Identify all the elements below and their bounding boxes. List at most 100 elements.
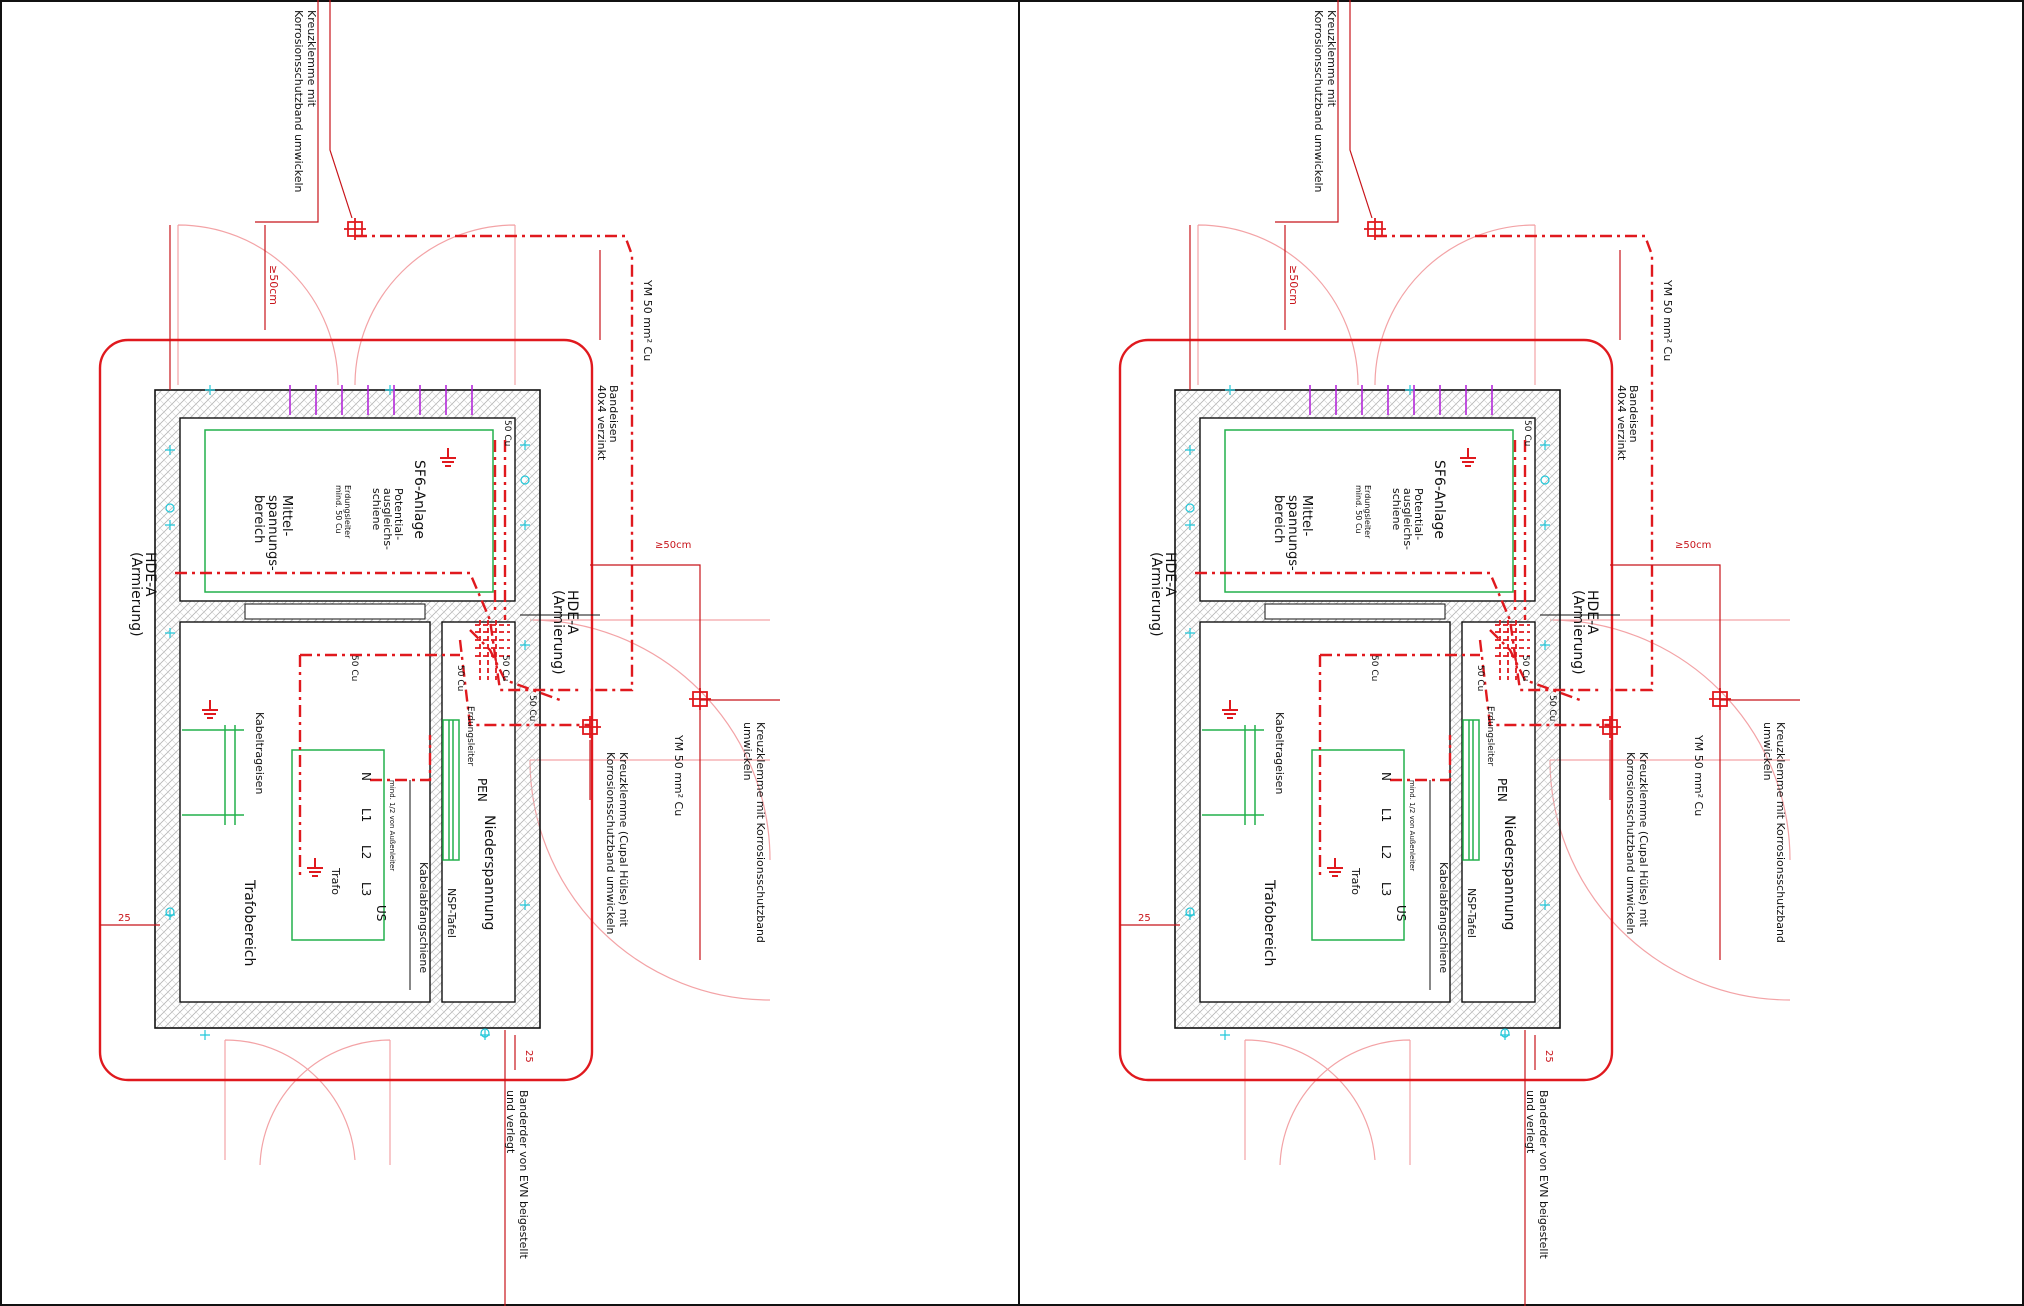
- label-erdung: Erdungsleiter: [1363, 485, 1372, 539]
- label-dist-50-top: ≥50cm: [1287, 265, 1300, 305]
- earthing-conductors: [175, 234, 634, 875]
- label-clamp-right: Kreuzklemme mit Korrosionsschutzband: [754, 722, 767, 943]
- equipment-outlines: [1202, 429, 1514, 941]
- rebar-markers: [1185, 385, 1550, 1040]
- label-mittel-3: bereich: [1271, 495, 1286, 543]
- label-trafo-l2: L2: [359, 845, 373, 859]
- door-swing-icon: [177, 224, 771, 1166]
- label-aussenleiter: mind. 1/2 von Außenleiter: [388, 780, 396, 871]
- label-kabelabfang: Kabelabfangschiene: [417, 862, 430, 973]
- label-aussenleiter: mind. 1/2 von Außenleiter: [1408, 780, 1416, 871]
- earthing-plan-right: Kreuzklemme mit Korrosionsschutzband umw…: [1118, 0, 1800, 1306]
- mv-cable-entries: [289, 385, 473, 415]
- label-potential-2: ausgleichs-: [1401, 488, 1414, 550]
- label-trafo-l2: L2: [1379, 845, 1393, 859]
- label-hde-right: HDE-A: [1584, 590, 1600, 635]
- label-clamp-mid: Kreuzklemme (Cupal Hülse) mit: [617, 752, 630, 927]
- label-potential: Potential-: [392, 488, 405, 540]
- label-mittel-2: spannungs-: [265, 495, 280, 571]
- label-bandeisen: Bandeisen: [607, 385, 620, 443]
- label-cu50-c: 50 Cu: [1475, 665, 1485, 691]
- label-ym-bottom: YM 50 mm² Cu: [672, 734, 685, 816]
- label-erdung-2: mind. 50 Cu: [334, 485, 343, 534]
- label-erdung: Erdungsleiter: [343, 485, 352, 539]
- label-clamp-right-2: umwickeln: [741, 722, 754, 781]
- label-sf6: SF6-Anlage: [1431, 460, 1447, 539]
- label-bandeisen: Bandeisen: [1627, 385, 1640, 443]
- label-cu50-e: 50 Cu: [1547, 695, 1557, 721]
- label-ym-top: YM 50 mm² Cu: [1661, 279, 1674, 361]
- black-leader-lines: [1429, 614, 1620, 990]
- label-sf6: SF6-Anlage: [411, 460, 427, 539]
- label-erdungsleiter-pen: Erdungsleiter: [465, 706, 475, 766]
- label-dim-25-left: 25: [118, 913, 131, 924]
- label-bander: Banderder von EVN beigestellt: [1537, 1090, 1550, 1259]
- label-mittel-3: bereich: [251, 495, 266, 543]
- earth-symbol-icon: [1222, 448, 1476, 877]
- panel-divider: [1018, 0, 1020, 1306]
- label-trafo-l3: L3: [359, 882, 373, 896]
- label-clamp-mid-2: Korrosionsschutzband umwickeln: [604, 752, 617, 935]
- label-hde-left: HDE-A: [142, 552, 158, 597]
- label-hde-left: HDE-A: [1162, 552, 1178, 597]
- label-trafo: Trafo: [1349, 867, 1362, 895]
- label-dim-25-left: 25: [1138, 913, 1151, 924]
- label-clamp-mid: Kreuzklemme (Cupal Hülse) mit: [1637, 752, 1650, 927]
- label-trafo-l1: L1: [1379, 808, 1393, 822]
- leader-lines: [1120, 0, 1800, 1306]
- label-trafo-l1: L1: [359, 808, 373, 822]
- label-clamp-top-2: Korrosionsschutzband umwickeln: [1312, 10, 1325, 193]
- label-trafo-n: N: [1379, 772, 1393, 781]
- label-clamp-right-2: umwickeln: [1761, 722, 1774, 781]
- ring-earth-electrode: [1118, 338, 1614, 1082]
- label-mittel: Mittel-: [279, 495, 294, 537]
- label-trafo-us: US: [1394, 905, 1408, 921]
- label-ym-top: YM 50 mm² Cu: [641, 279, 654, 361]
- label-dim-25-bottom: 25: [1543, 1050, 1554, 1063]
- label-potential-3: schiene: [1390, 488, 1403, 531]
- label-clamp-top-2: Korrosionsschutzband umwickeln: [292, 10, 305, 193]
- earthing-plan-left: Kreuzklemme mit Korrosionsschutzband umw…: [98, 0, 780, 1306]
- label-bander-2: und verlegt: [1524, 1090, 1537, 1154]
- ring-earth-electrode: [98, 338, 594, 1082]
- label-dim-25-bottom: 25: [523, 1050, 534, 1063]
- label-erdungsleiter-pen: Erdungsleiter: [1485, 706, 1495, 766]
- label-kabeltrag: Kabeltrageisen: [253, 712, 266, 794]
- annotation-labels: Kreuzklemme mit Korrosionsschutzband umw…: [118, 10, 767, 1259]
- label-potential-3: schiene: [370, 488, 383, 531]
- label-bandeisen-2: 40x4 verzinkt: [1615, 385, 1628, 461]
- label-bandeisen-2: 40x4 verzinkt: [595, 385, 608, 461]
- label-cu50-e: 50 Cu: [527, 695, 537, 721]
- label-mittel: Mittel-: [1299, 495, 1314, 537]
- label-dist-50-right: ≥50cm: [1675, 540, 1711, 551]
- label-clamp-mid-2: Korrosionsschutzband umwickeln: [1624, 752, 1637, 935]
- label-trafobereich: Trafobereich: [241, 879, 257, 966]
- label-pen: PEN: [475, 778, 489, 802]
- label-trafo: Trafo: [329, 867, 342, 895]
- label-clamp-right: Kreuzklemme mit Korrosionsschutzband: [1774, 722, 1787, 943]
- label-trafo-us: US: [374, 905, 388, 921]
- earthing-conductors: [1195, 234, 1654, 875]
- equipment-outlines: [182, 429, 494, 941]
- earthing-conductors-dashed: [1495, 620, 1530, 680]
- rebar-markers: [165, 385, 530, 1040]
- label-nsp: NSP-Tafel: [1465, 888, 1478, 938]
- label-cu50-d: 50 Cu: [500, 655, 510, 681]
- label-dist-50-top: ≥50cm: [267, 265, 280, 305]
- label-mittel-2: spannungs-: [1285, 495, 1300, 571]
- label-clamp-top: Kreuzklemme mit: [305, 10, 318, 108]
- label-hde-right: HDE-A: [564, 590, 580, 635]
- label-hde-right-2: (Armierung): [550, 590, 566, 675]
- label-hde-right-2: (Armierung): [1570, 590, 1586, 675]
- label-pen: PEN: [1495, 778, 1509, 802]
- label-niederspannung: Niederspannung: [1501, 815, 1517, 930]
- earthing-conductors-dashed: [475, 620, 510, 680]
- label-kabeltrag: Kabeltrageisen: [1273, 712, 1286, 794]
- drawing-panel-left: Kreuzklemme mit Korrosionsschutzband umw…: [98, 0, 780, 1306]
- label-niederspannung: Niederspannung: [481, 815, 497, 930]
- label-bander: Banderder von EVN beigestellt: [517, 1090, 530, 1259]
- label-dist-50-right: ≥50cm: [655, 540, 691, 551]
- label-ym-bottom: YM 50 mm² Cu: [1692, 734, 1705, 816]
- label-trafo-n: N: [359, 772, 373, 781]
